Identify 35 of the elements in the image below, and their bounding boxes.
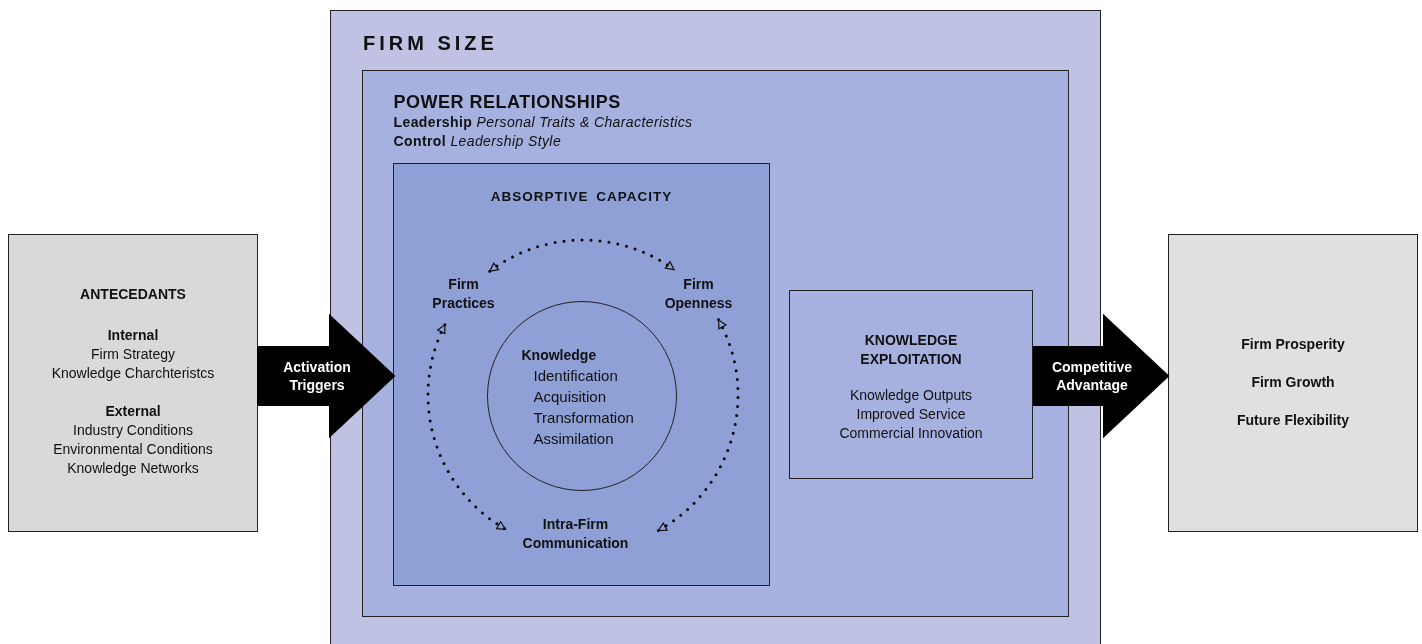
description-text: Leadership Personal Traits & Characteristics: [393, 112, 694, 132]
panel-title: POWER RELATIONSHIPS: [393, 90, 622, 113]
dotted-arrow: [488, 238, 676, 273]
cycle-label: Firm Openness: [663, 274, 734, 313]
cycle-label: Intra-Firm Communication: [521, 514, 630, 553]
list-item: Assimilation: [533, 428, 615, 449]
list-item: Commercial Innovation: [838, 424, 984, 443]
absorptive-capacity-panel: [393, 163, 770, 586]
list-item: Knowledge Outputs: [848, 386, 974, 405]
description-text: Control Leadership Style: [393, 131, 563, 151]
subheading: External: [104, 402, 162, 421]
heading: ANTECEDANTS: [79, 285, 187, 304]
dotted-arrow: [426, 323, 507, 531]
panel-title: ABSORPTIVE CAPACITY: [489, 188, 674, 206]
heading: KNOWLEDGE EXPLOITATION: [859, 331, 963, 369]
list-item: Industry Conditions: [72, 421, 194, 440]
list-item: Firm Prosperity: [1240, 335, 1346, 354]
list-item: Acquisition: [533, 386, 608, 407]
list-item: Identification: [533, 365, 619, 386]
knowledge-exploitation-box: [789, 290, 1033, 479]
list-item: Environmental Conditions: [52, 440, 214, 459]
subheading: Internal: [106, 326, 160, 345]
list-item: Firm Growth: [1250, 373, 1336, 392]
list-item: Transformation: [533, 407, 635, 428]
list-item: Knowledge Charchteristcs: [50, 364, 216, 383]
antecedents-box: [8, 234, 258, 532]
list-item: Future Flexibility: [1236, 411, 1350, 430]
list-item: Firm Strategy: [90, 345, 176, 364]
list-item: Improved Service: [855, 405, 967, 424]
dotted-arrow: [656, 318, 740, 533]
list-item: Knowledge Networks: [66, 459, 200, 478]
heading: Knowledge: [521, 345, 598, 365]
panel-title: FIRM SIZE: [363, 31, 499, 55]
cycle-label: Firm Practices: [431, 274, 496, 313]
outcomes-box: [1168, 234, 1418, 532]
